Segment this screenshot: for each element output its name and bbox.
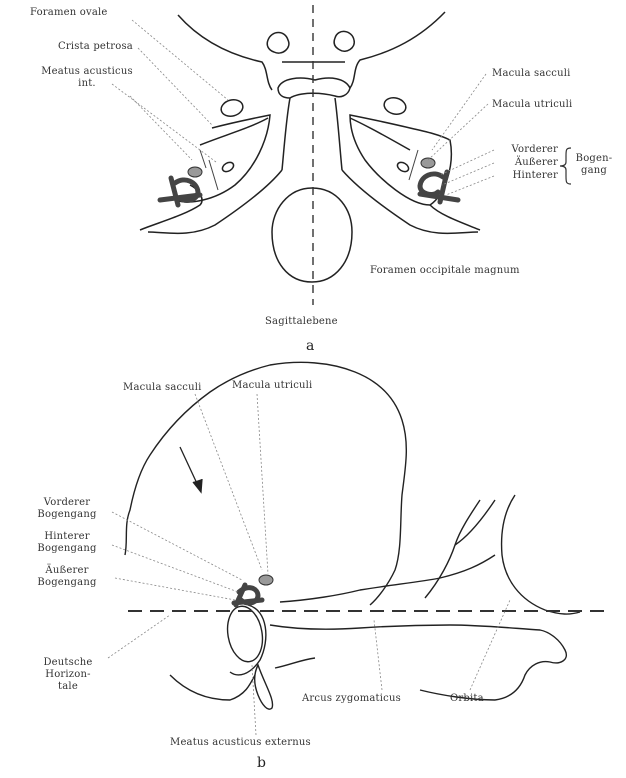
label-orbita: Orbita bbox=[450, 693, 484, 705]
figure-b-leaders bbox=[108, 394, 510, 735]
macula-sacculi-b bbox=[259, 575, 273, 585]
label-hinterer-a: Hinterer bbox=[482, 170, 558, 182]
clinoid-left bbox=[267, 33, 289, 54]
tick-left-2 bbox=[200, 150, 206, 168]
figure-b-drawing bbox=[125, 362, 580, 709]
bogengang-symbol-right bbox=[420, 172, 458, 202]
dorsum-sellae bbox=[278, 78, 350, 98]
tick-left-1 bbox=[209, 160, 218, 190]
bogengang-symbol-left bbox=[160, 178, 200, 205]
label-macula-utriculi-a: Macula utriculi bbox=[492, 99, 572, 111]
label-foramen-occipitale: Foramen occipitale magnum bbox=[370, 265, 520, 277]
macula-sacculi-left bbox=[188, 167, 202, 177]
label-bogengang-line2: gang bbox=[568, 165, 620, 177]
label-macula-utriculi-b: Macula utriculi bbox=[232, 380, 312, 392]
figure-a-leaders bbox=[112, 20, 494, 195]
styloid-process bbox=[255, 665, 273, 709]
label-vorderer-bogengang: Vorderer Bogengang bbox=[22, 497, 112, 521]
clivus-right bbox=[335, 98, 342, 170]
label-bogengang-line1: Bogen- bbox=[568, 153, 620, 165]
label-meatus-acusticus-int: Meatus acusticus int. bbox=[12, 66, 162, 90]
anterior-fossa-outline-left bbox=[178, 15, 272, 90]
bogengang-symbol-b bbox=[234, 585, 262, 605]
label-hinterer-b-line1: Hinterer bbox=[22, 531, 112, 543]
label-hinterer-bogengang: Hinterer Bogengang bbox=[22, 531, 112, 555]
orbit-outline-1 bbox=[425, 500, 480, 598]
label-meatus-int-line1: Meatus acusticus bbox=[12, 66, 162, 78]
clivus-left bbox=[282, 98, 290, 170]
anterior-fossa-outline-right bbox=[350, 12, 445, 88]
label-deutsche-line2: Horizon- bbox=[26, 669, 110, 681]
orbit-outline-2 bbox=[502, 495, 580, 614]
label-meatus-int-line2: int. bbox=[12, 78, 162, 90]
label-ausserer-bogengang: Äußerer Bogengang bbox=[22, 565, 112, 589]
zygomatic-upper-line bbox=[280, 555, 495, 602]
petrous-inner-right bbox=[350, 118, 410, 150]
mastoid-outer bbox=[230, 605, 266, 675]
skull-base-lower bbox=[170, 675, 255, 700]
label-ausserer-a: Äußerer bbox=[482, 157, 558, 169]
label-hinterer-b-line2: Bogengang bbox=[22, 543, 112, 555]
label-deutsche-line3: tale bbox=[26, 681, 110, 693]
label-crista-petrosa: Crista petrosa bbox=[58, 41, 133, 53]
label-arcus-zygomaticus: Arcus zygomaticus bbox=[302, 693, 401, 705]
label-vorderer-b-line2: Bogengang bbox=[22, 509, 112, 521]
label-foramen-ovale: Foramen ovale bbox=[30, 7, 108, 19]
foramen-ovale-right bbox=[382, 95, 407, 116]
label-deutsche-horizontale: Deutsche Horizon- tale bbox=[26, 657, 110, 693]
middle-fossa-left bbox=[140, 185, 202, 230]
tick-right-1 bbox=[409, 150, 418, 180]
label-bogengang-a: Bogen- gang bbox=[568, 153, 620, 177]
label-vorderer-b-line1: Vorderer bbox=[22, 497, 112, 509]
meatus-int-left bbox=[221, 161, 235, 174]
middle-fossa-right bbox=[430, 205, 480, 230]
direction-arrow bbox=[180, 447, 202, 492]
label-sagittalebene: Sagittalebene bbox=[265, 316, 338, 328]
petrous-ridge-left bbox=[175, 115, 270, 202]
label-ausserer-b-line1: Äußerer bbox=[22, 565, 112, 577]
arcus-lower-line bbox=[270, 625, 566, 700]
caption-a: a bbox=[306, 340, 315, 352]
label-vorderer-a: Vorderer bbox=[482, 144, 558, 156]
figure-a-drawing bbox=[140, 12, 480, 282]
label-deutsche-line1: Deutsche bbox=[26, 657, 110, 669]
meatus-int-right bbox=[396, 161, 410, 174]
label-macula-sacculi-a: Macula sacculi bbox=[492, 68, 571, 80]
label-ausserer-b-line2: Bogengang bbox=[22, 577, 112, 589]
cranial-cavity-outline bbox=[125, 362, 406, 605]
foramen-magnum bbox=[272, 188, 352, 282]
label-macula-sacculi-b: Macula sacculi bbox=[123, 382, 202, 394]
caption-b: b bbox=[257, 757, 266, 769]
label-meatus-acusticus-externus: Meatus acusticus externus bbox=[170, 737, 311, 749]
skull-base-lower-2 bbox=[275, 658, 315, 668]
clinoid-right bbox=[334, 31, 354, 51]
foramen-ovale-left bbox=[219, 97, 244, 118]
